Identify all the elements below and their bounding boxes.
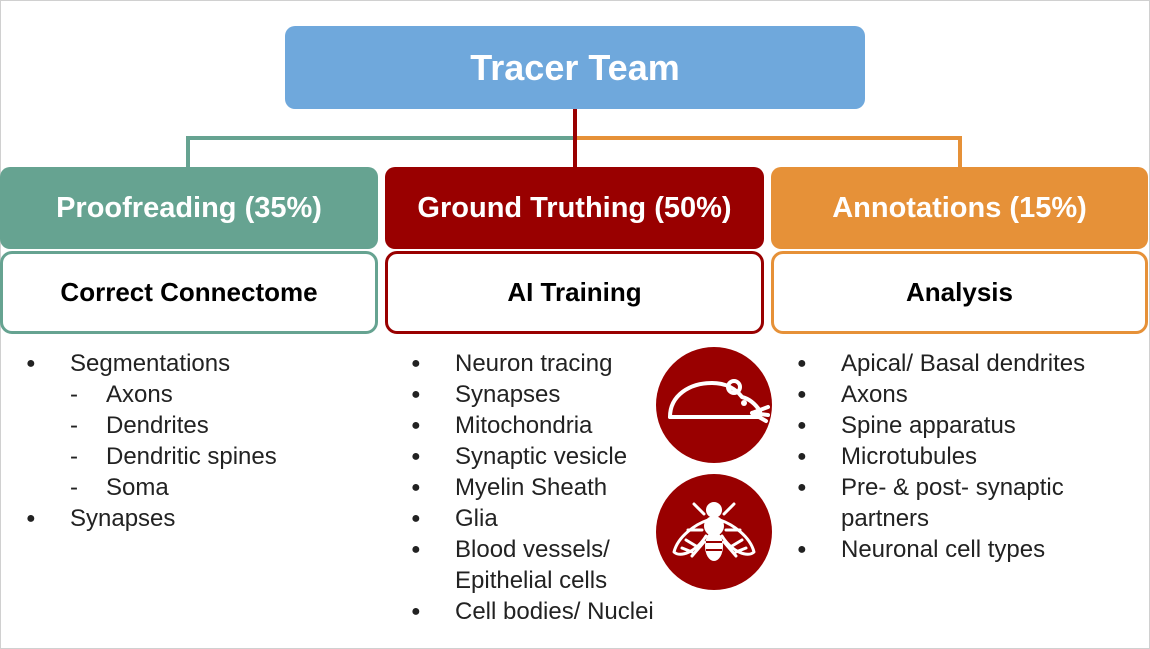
proofreading-list: ●Segmentations -Axons -Dendrites -Dendri… xyxy=(26,348,366,534)
list-item: ●Microtubules xyxy=(797,443,978,470)
fly-icon xyxy=(656,474,772,590)
list-item: ●Synaptic vesicle xyxy=(411,443,628,470)
list-item: ●Neuron tracing xyxy=(411,350,613,377)
list-item-continuation: partners xyxy=(841,505,930,532)
list-item: ●Blood vessels/ xyxy=(411,536,610,563)
sub-list-item: -Dendrites xyxy=(70,412,209,439)
analysis-box: Analysis xyxy=(771,251,1148,334)
list-item-continuation: Epithelial cells xyxy=(455,567,608,594)
ground-truthing-header: Ground Truthing (50%) xyxy=(385,167,764,249)
sub-list-item: -Soma xyxy=(70,474,169,501)
list-item: ●Cell bodies/ Nuclei xyxy=(411,598,654,625)
annotations-list: ●Apical/ Basal dendrites ●Axons ●Spine a… xyxy=(797,348,1137,565)
list-item: ●Glia xyxy=(411,505,498,532)
list-item: ●Apical/ Basal dendrites xyxy=(797,350,1086,377)
list-item: ●Neuronal cell types xyxy=(797,536,1046,563)
list-item: ●Synapses xyxy=(26,505,176,532)
list-item: ●Pre- & post- synaptic xyxy=(797,474,1064,501)
ai-training-box: AI Training xyxy=(385,251,764,334)
list-item: ●Axons xyxy=(797,381,908,408)
annotations-header: Annotations (15%) xyxy=(771,167,1148,249)
sub-list-item: -Axons xyxy=(70,381,173,408)
list-item: ●Mitochondria xyxy=(411,412,593,439)
list-item: ●Myelin Sheath xyxy=(411,474,608,501)
proofreading-header: Proofreading (35%) xyxy=(0,167,378,249)
list-item: ●Spine apparatus xyxy=(797,412,1016,439)
correct-connectome-box: Correct Connectome xyxy=(0,251,378,334)
sub-list-item: -Dendritic spines xyxy=(70,443,277,470)
ground-truthing-list: ●Neuron tracing ●Synapses ●Mitochondria … xyxy=(411,348,681,627)
mouse-icon xyxy=(656,347,772,463)
list-item: ●Synapses xyxy=(411,381,561,408)
tracer-team-box: Tracer Team xyxy=(285,26,865,109)
list-item: ●Segmentations xyxy=(26,350,231,377)
